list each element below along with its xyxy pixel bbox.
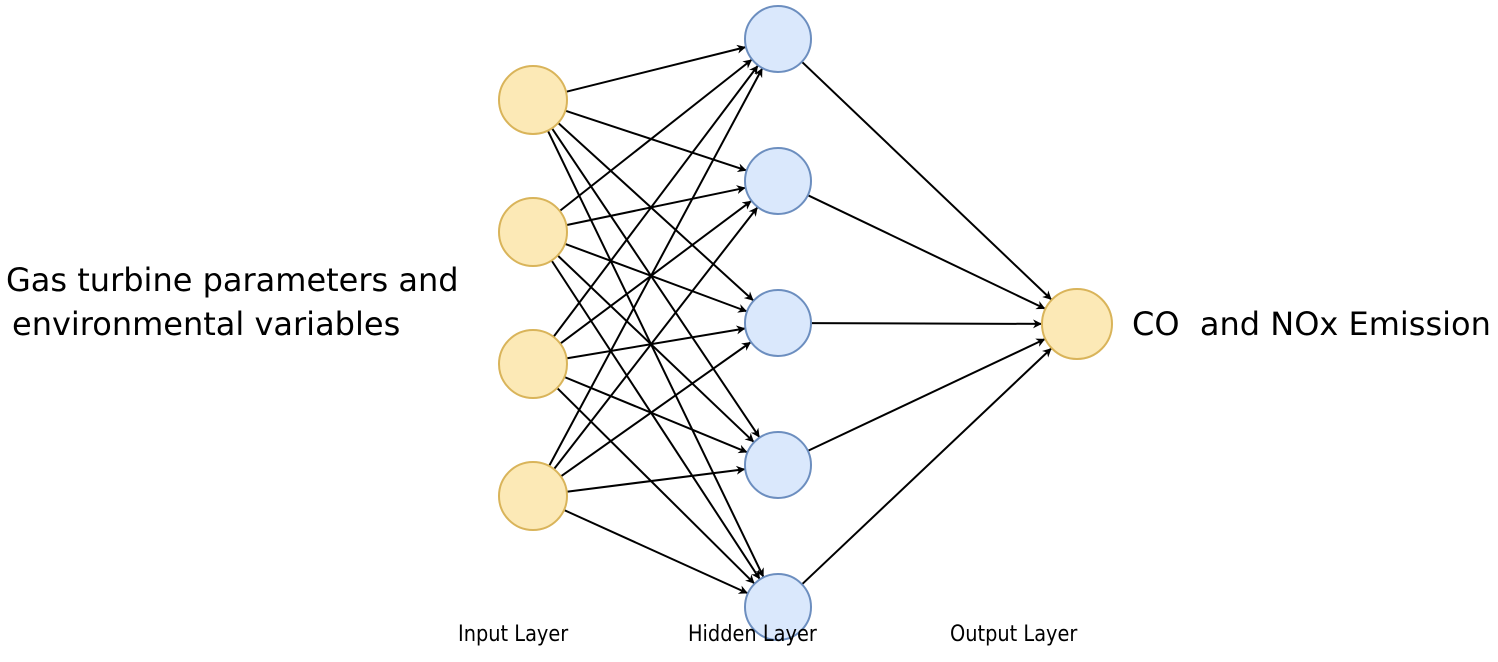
edge-input-4-to-hidden-4 xyxy=(566,465,746,493)
input-node-2 xyxy=(498,197,568,267)
hidden-node-4 xyxy=(744,431,812,499)
edge-input-3-to-hidden-3 xyxy=(566,325,746,360)
edge-input-3-to-hidden-5 xyxy=(556,387,756,585)
connection-edges xyxy=(546,44,1053,595)
network-nodes xyxy=(498,5,1113,641)
edge-input-3-to-hidden-1 xyxy=(552,64,759,338)
hidden-node-1 xyxy=(744,5,812,73)
edge-hidden-3-to-output xyxy=(810,319,1043,329)
edge-input-1-to-hidden-1 xyxy=(565,44,747,93)
output-description: CO and NOx Emission xyxy=(1132,305,1491,343)
hidden-node-2 xyxy=(744,147,812,215)
edge-input-4-to-hidden-1 xyxy=(548,67,764,467)
edge-input-1-to-hidden-5 xyxy=(546,130,765,578)
edge-input-2-to-hidden-1 xyxy=(559,58,753,212)
input-description: Gas turbine parameters and environmental… xyxy=(6,258,486,346)
edge-input-4-to-hidden-3 xyxy=(560,341,752,478)
edge-hidden-5-to-output xyxy=(801,347,1053,586)
edge-input-2-to-hidden-2 xyxy=(566,185,746,227)
edge-input-2-to-hidden-3 xyxy=(564,242,748,313)
input-node-4 xyxy=(498,461,568,531)
output-layer-label: Output Layer xyxy=(950,622,1078,647)
edge-input-3-to-hidden-4 xyxy=(564,376,748,454)
edge-input-4-to-hidden-2 xyxy=(553,206,759,470)
edge-hidden-4-to-output xyxy=(807,337,1046,452)
edge-input-4-to-hidden-5 xyxy=(563,509,749,595)
hidden-node-3 xyxy=(744,289,812,357)
input-description-line1: Gas turbine parameters and xyxy=(6,261,459,299)
input-node-1 xyxy=(498,65,568,135)
edge-input-1-to-hidden-4 xyxy=(551,127,761,439)
input-layer-label: Input Layer xyxy=(458,622,569,647)
edge-input-1-to-hidden-3 xyxy=(557,122,755,302)
input-description-line2: environmental variables xyxy=(12,305,401,343)
output-node xyxy=(1041,288,1113,360)
edge-hidden-1-to-output xyxy=(801,61,1053,301)
edge-input-3-to-hidden-2 xyxy=(559,199,753,345)
edge-input-2-to-hidden-5 xyxy=(550,259,761,580)
edge-input-1-to-hidden-2 xyxy=(564,109,748,173)
hidden-layer-label: Hidden Layer xyxy=(688,622,817,647)
input-node-3 xyxy=(498,329,568,399)
edge-hidden-2-to-output xyxy=(807,194,1046,310)
hidden-node-5 xyxy=(744,573,812,641)
